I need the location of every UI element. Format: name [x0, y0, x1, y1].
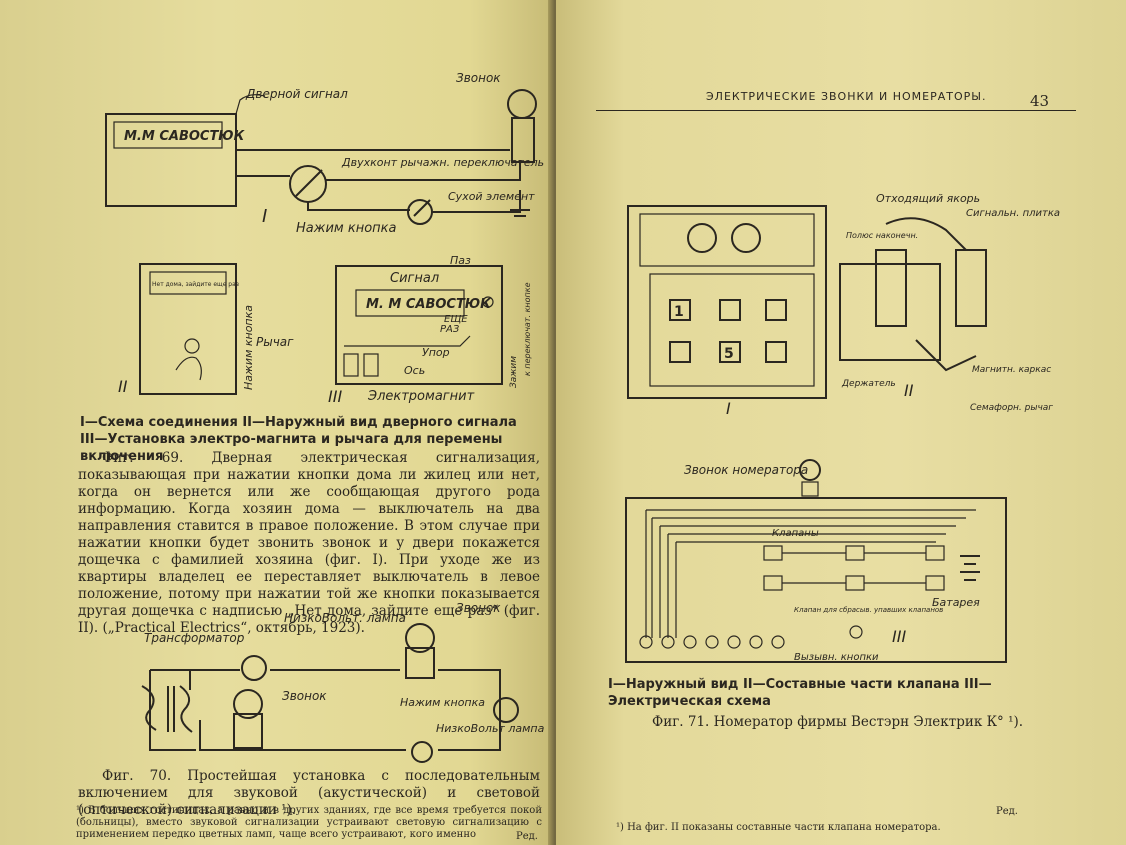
header-rule: [596, 110, 1076, 111]
fig69-bell-label: Звонок: [456, 71, 501, 85]
fig69-nameplate: М.М САВОСТЮК: [124, 129, 246, 144]
fig71-magnet-frame-label: Магнитн. каркас: [972, 365, 1051, 375]
fig69-battery-label: Сухой элемент: [448, 190, 535, 203]
fig71-number-1: 1: [674, 304, 684, 320]
left-footnote: ¹) В больших гостиницах, а равно и в дру…: [76, 805, 542, 840]
left-page: М.М САВОСТЮК Дверной сигнал Звонок Двухк…: [0, 0, 552, 845]
fig70-bell-top-label: Звонок: [456, 601, 501, 615]
right-footnote: ¹) На фиг. II показаны составные части к…: [616, 822, 941, 833]
fig69-nameplate-2: М. М САВОСТЮК: [366, 297, 492, 312]
fig69-roman-2: II: [118, 377, 128, 396]
fig71-signal-plate-label: Сигнальн. плитка: [966, 208, 1060, 219]
fig69-roman-3: III: [328, 387, 342, 406]
left-footnote-tail: Ред.: [516, 831, 538, 842]
fig69-stop-label: Упор: [422, 346, 450, 359]
fig69-press-button-label: Нажим кнопка: [242, 305, 255, 390]
fig71-electric-scheme: Звонок номератора Клапаны Батарея Клапан…: [625, 459, 1007, 663]
fig69-roman-1: I: [262, 206, 267, 227]
fig70-bell-mid-label: Звонок: [282, 689, 327, 703]
fig71-annunciator-front: 1 5 I Отходящий якорь Сигнальн. плитка П…: [627, 192, 1060, 418]
fig71-roman-2: II: [904, 381, 914, 400]
right-page: ЭЛЕКТРИЧЕСКИЕ ЗВОНКИ И НОМЕРАТОРЫ. 43 1 …: [556, 0, 1126, 845]
fig70-lamp-bottom-label: НизкоВольт лампа: [436, 722, 545, 735]
fig69-lever-label: Рычаг: [256, 335, 294, 349]
fig69-text: Фиг. 69. Дверная электрическая сигнализа…: [78, 450, 540, 636]
fig71-bell-label: Звонок номератора: [684, 463, 808, 477]
fig70-lamp-top-label: НизкоВольт. лампа: [284, 611, 406, 625]
fig69-axis-label: Ось: [404, 364, 425, 377]
fig71-caption: I—Наружный вид II—Составные части клапан…: [608, 677, 992, 709]
page-number: 43: [1030, 92, 1050, 110]
fig71-valves-label: Клапаны: [772, 528, 819, 539]
fig70-button-label: Нажим кнопка: [400, 696, 485, 709]
fig69-electromagnet-label: Электромагнит: [367, 389, 475, 404]
fig71-call-buttons-label: Вызывн. кнопки: [794, 652, 879, 663]
fig71-holder-label: Держатель: [841, 379, 896, 389]
fig71-anchor-label: Отходящий якорь: [876, 192, 980, 205]
fig70-transformer-label: Трансформатор: [144, 631, 245, 645]
fig69-caption: I—Схема соединения II—Наружный вид дверн…: [80, 415, 517, 464]
fig71-text: Фиг. 71. Номератор фирмы Вестэрн Электри…: [652, 714, 1024, 730]
fig71-battery-label: Батарея: [932, 596, 980, 609]
fig71-roman-3: III: [892, 627, 906, 646]
fig69-vertical-note: к переключат. кнопке: [523, 282, 532, 376]
fig69-signal-label: Сигнал: [390, 271, 439, 286]
fig69-groove-label: Паз: [450, 254, 471, 267]
fig71-valve-note: Клапан для сбрасыв. упавших клапанов: [794, 606, 943, 614]
fig69-door-signal-label: Дверной сигнал: [245, 87, 348, 101]
fig69-again-label: ЕЩЕ: [444, 314, 468, 325]
fig69-clamp-label: Зажим: [509, 356, 519, 388]
fig69-switch-label: Двухконт рычажн. переключатель: [341, 156, 544, 169]
running-header: ЭЛЕКТРИЧЕСКИЕ ЗВОНКИ И НОМЕРАТОРЫ.: [706, 90, 987, 103]
fig69-small-plate: Нет дома, зайдите еще раз: [152, 281, 239, 288]
fig69-circuit-diagram: М.М САВОСТЮК Дверной сигнал Звонок Двухк…: [105, 71, 544, 236]
fig69-door-views: Нет дома, зайдите еще раз II Нажим кнопк…: [118, 254, 532, 406]
fig71-semaphore-label: Семафорн. рычаг: [970, 403, 1053, 413]
fig71-roman-1: I: [726, 399, 731, 418]
fig71-number-5: 5: [724, 346, 734, 362]
fig71-pole-tips-label: Полюс наконечн.: [846, 231, 918, 240]
fig70-text: Фиг. 70. Простейшая установка с последов…: [78, 768, 540, 818]
fig69-once-label: РАЗ: [440, 324, 460, 335]
fig69-button-label: Нажим кнопка: [296, 221, 396, 236]
right-footnote-tail: Ред.: [996, 806, 1018, 817]
fig70-diagram: Трансформатор НизкоВольт. лампа Звонок З…: [141, 601, 545, 763]
